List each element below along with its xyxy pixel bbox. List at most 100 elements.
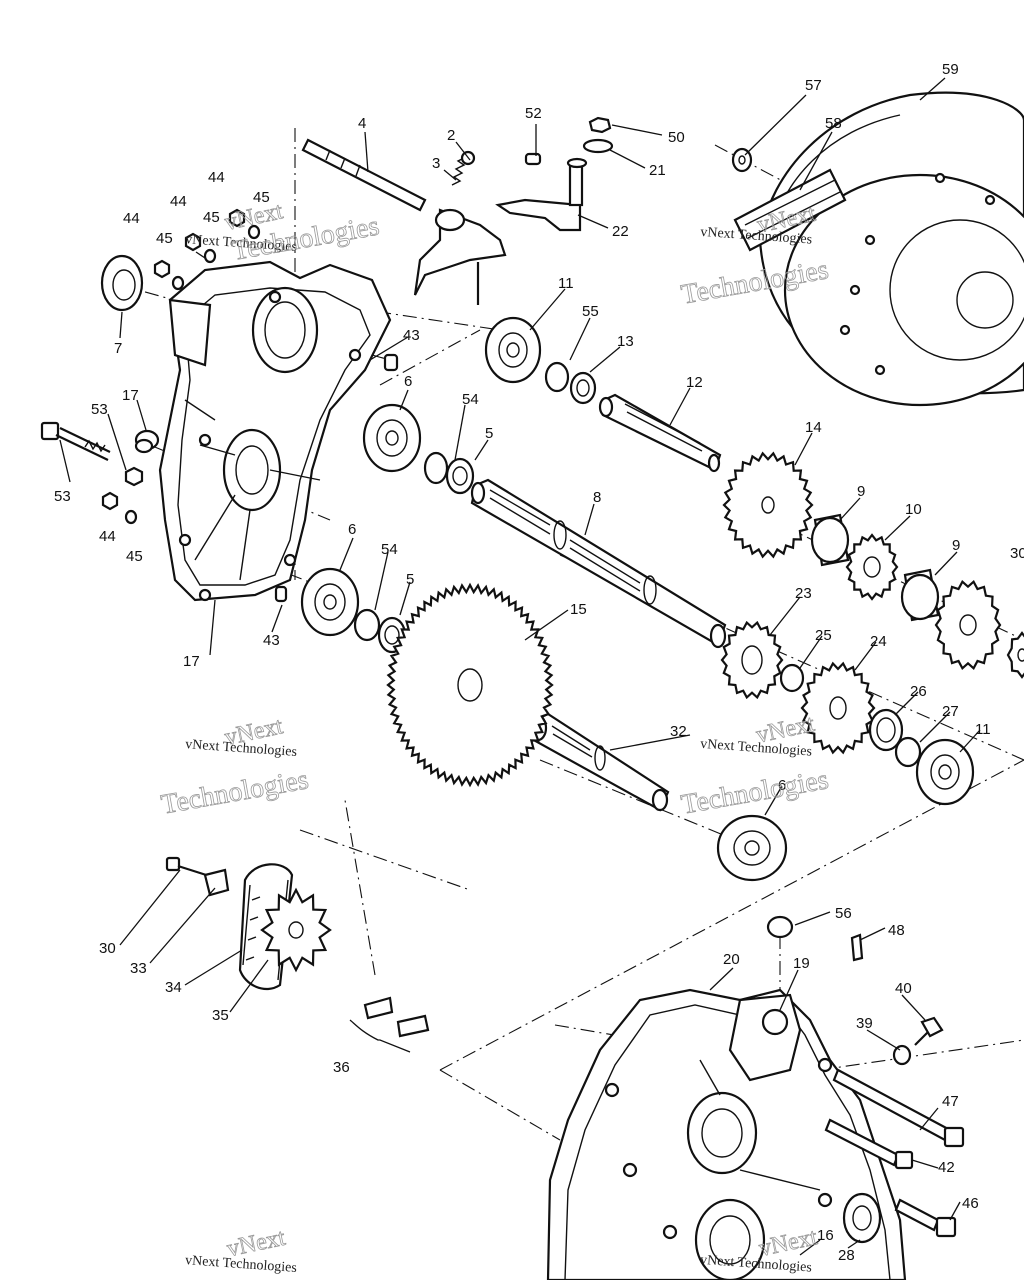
callout-44-d: 44	[99, 528, 116, 545]
washer-57	[731, 147, 753, 173]
bearing-6-upper	[362, 403, 422, 473]
callout-40: 40	[895, 980, 912, 997]
sprocket-35	[260, 887, 332, 973]
callout-14: 14	[805, 419, 822, 436]
breather-56-48	[766, 915, 864, 962]
callout-33: 33	[130, 960, 147, 977]
shaft-32	[528, 712, 670, 812]
right-housing	[546, 988, 907, 1280]
callout-19: 19	[793, 955, 810, 972]
callout-13: 13	[617, 333, 634, 350]
callout-44-a: 44	[208, 169, 225, 186]
callout-8: 8	[593, 489, 601, 506]
gear-14	[722, 451, 814, 559]
gear-10	[845, 533, 899, 601]
watermark-text: Technologies	[159, 764, 311, 820]
callout-43-b: 43	[263, 632, 280, 649]
watermark-text: vNext Technologies	[185, 737, 298, 760]
callout-39: 39	[856, 1015, 873, 1032]
callout-24: 24	[870, 633, 887, 650]
gear-16-partial	[1006, 631, 1024, 679]
callout-2: 2	[447, 127, 455, 144]
shift-arm-22	[495, 157, 588, 232]
callout-44-b: 44	[170, 193, 187, 210]
callout-48: 48	[888, 922, 905, 939]
plug-40-washer-39	[892, 1016, 944, 1066]
callout-5-a: 5	[485, 425, 493, 442]
callout-10: 10	[905, 501, 922, 518]
bearing-11-upper	[484, 316, 542, 384]
driven-clutch-59	[758, 91, 1024, 407]
gear-15	[386, 582, 554, 788]
callout-labels: 4 2 3 52 50 21 22 57 58 59 11 55 13 12 1…	[54, 61, 1024, 1264]
bolt-53	[40, 421, 111, 461]
callout-30: 30	[99, 940, 116, 957]
bolt-30-washer-33	[165, 856, 230, 897]
callout-45-c: 45	[156, 230, 173, 247]
callout-27: 27	[942, 703, 959, 720]
callout-36: 36	[333, 1059, 350, 1076]
callout-22: 22	[612, 223, 629, 240]
washers	[353, 361, 922, 768]
callout-16: 16	[817, 1227, 834, 1244]
bearing-6-lower	[300, 567, 360, 637]
callout-56: 56	[835, 905, 852, 922]
callout-11-upper: 11	[558, 275, 574, 292]
shaft-12	[598, 393, 722, 473]
callout-18: 17	[183, 653, 200, 670]
callout-46: 46	[962, 1195, 979, 1212]
callout-17: 17	[122, 387, 139, 404]
spacers-9	[810, 513, 940, 622]
watermark-group-5: vNext vNext Technologies	[185, 1224, 298, 1276]
callout-28: 28	[838, 1247, 855, 1264]
callout-35: 35	[212, 1007, 229, 1024]
callout-25: 25	[815, 627, 832, 644]
callout-6-c: 6	[778, 777, 786, 794]
callout-20: 20	[723, 951, 740, 968]
callout-29: 30	[1010, 545, 1024, 562]
watermark-text: Technologies	[679, 764, 831, 820]
callout-50: 52	[525, 105, 542, 122]
leader-lines	[59, 77, 981, 1256]
callout-6-b: 6	[348, 521, 356, 538]
seal-28	[842, 1192, 882, 1244]
callout-21: 21	[649, 162, 666, 179]
callout-55: 55	[582, 303, 599, 320]
nut-52	[124, 466, 144, 487]
callout-15: 15	[570, 601, 587, 618]
watermark-group-3: vNext vNext Technologies Technologies	[158, 713, 311, 821]
shift-fork	[413, 208, 507, 305]
callout-45-a: 45	[253, 189, 270, 206]
callout-49: 50	[668, 129, 685, 146]
callout-7: 7	[114, 340, 122, 357]
callout-59: 59	[942, 61, 959, 78]
gear-23	[720, 620, 784, 700]
callout-11-lower: 11	[975, 721, 991, 738]
shift-rod-4	[301, 138, 427, 212]
callout-58: 58	[825, 115, 842, 132]
callout-3: 3	[432, 155, 440, 172]
left-housing-cover	[158, 260, 392, 602]
callout-45-b: 45	[203, 209, 220, 226]
watermark-group-4: vNext vNext Technologies Technologies	[678, 710, 831, 821]
dowel-pins-43	[274, 353, 399, 603]
callout-44-c: 44	[123, 210, 140, 227]
drive-belt-58	[733, 168, 847, 252]
callout-4: 4	[358, 115, 366, 132]
bearing-6-right	[716, 814, 788, 882]
callout-32: 32	[670, 723, 687, 740]
callout-9-b: 9	[952, 537, 960, 554]
callout-34: 34	[165, 979, 182, 996]
bearing-11-lower	[915, 738, 975, 806]
shaft-8	[470, 478, 727, 649]
callout-43-a: 43	[403, 327, 420, 344]
callout-52: 53	[91, 401, 108, 418]
callout-53: 53	[54, 488, 71, 505]
watermark-text: vNext Technologies	[185, 1253, 298, 1276]
seal-7	[100, 254, 144, 312]
chain-links-36	[349, 996, 430, 1053]
needle-bearing-26	[868, 708, 904, 752]
callout-54-a: 54	[462, 391, 479, 408]
nuts-washers-44-45	[101, 208, 261, 525]
callout-47: 47	[942, 1093, 959, 1110]
